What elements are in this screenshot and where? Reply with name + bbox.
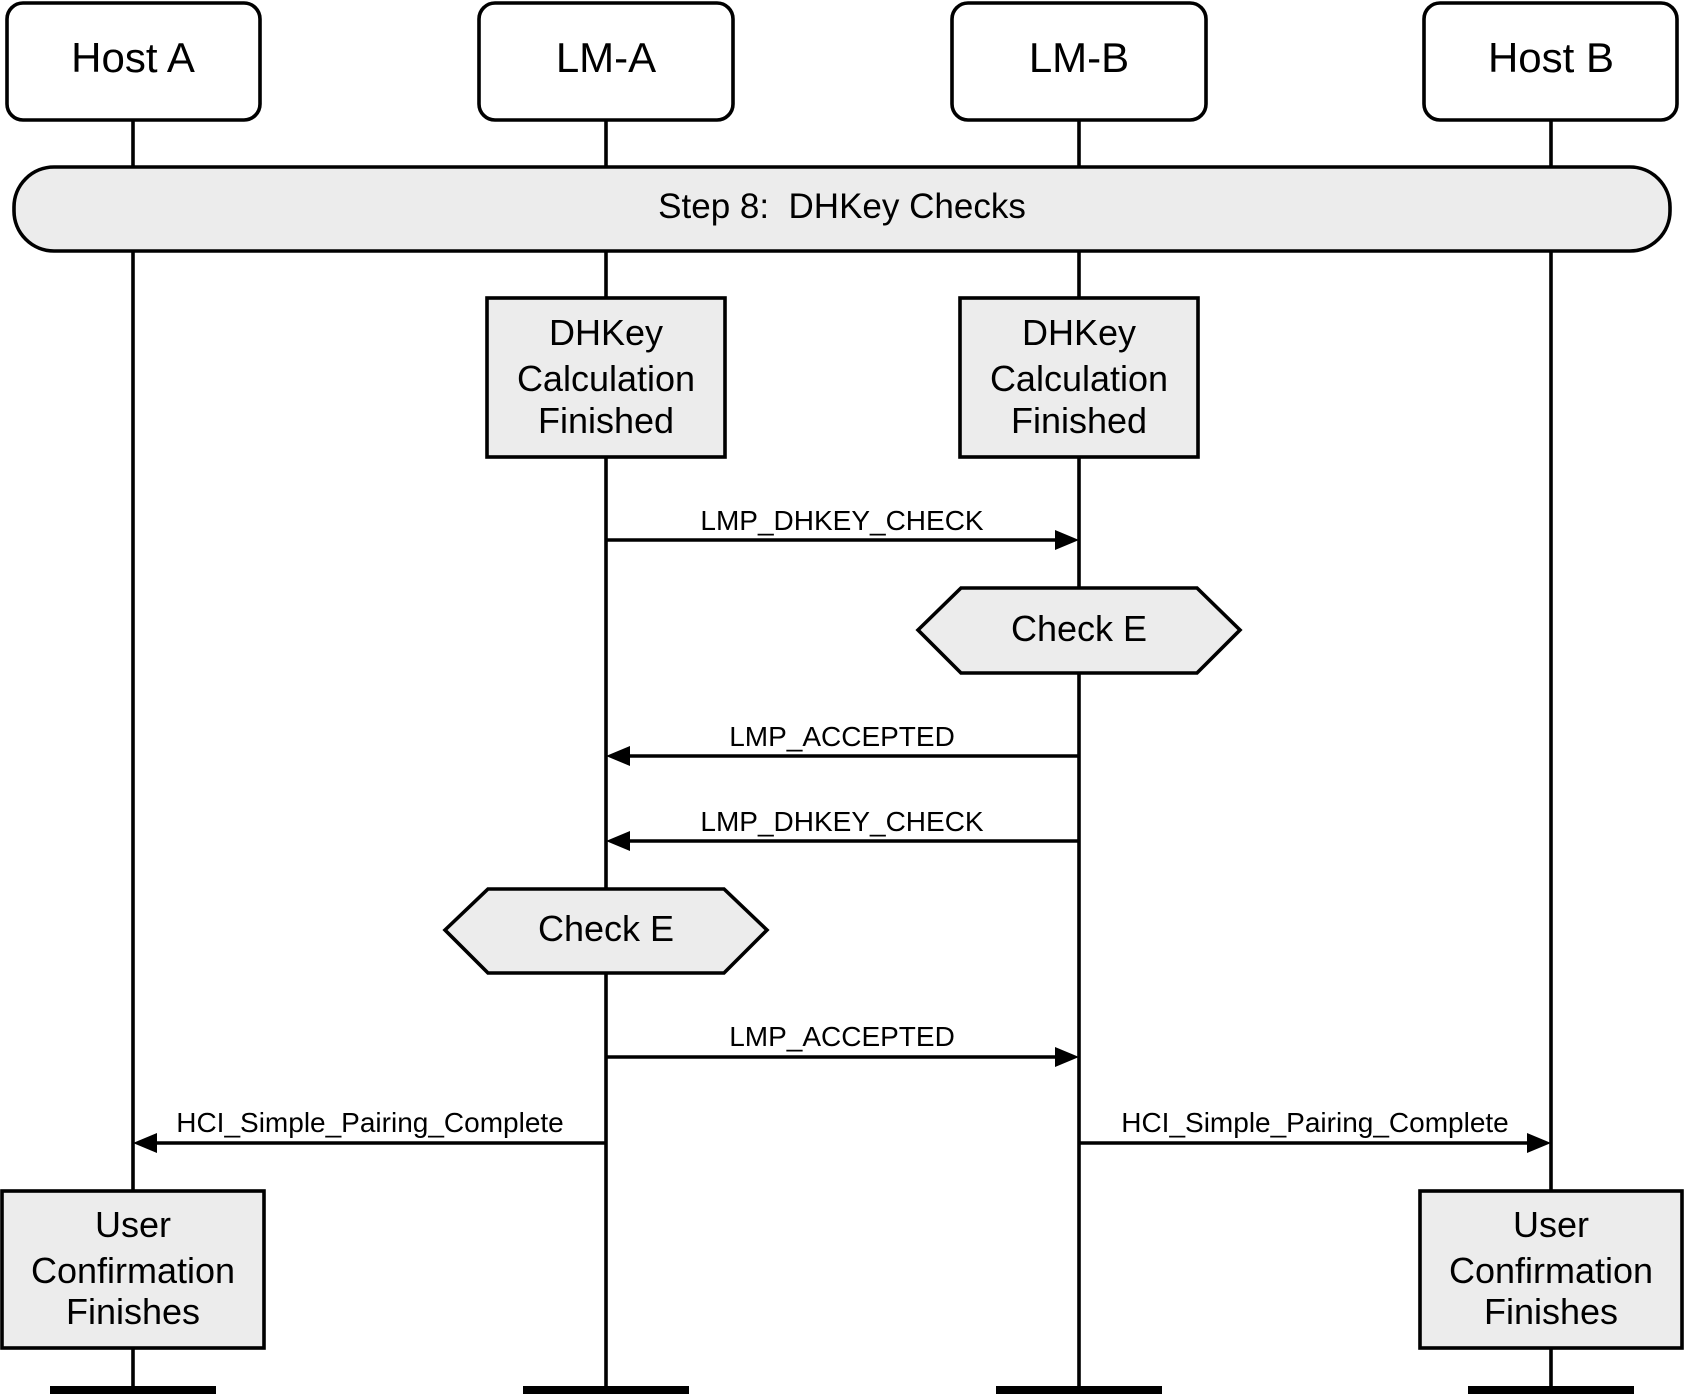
message-arrow: LMP_DHKEY_CHECK bbox=[606, 505, 1079, 550]
participant-lm-b: LM-B bbox=[950, 1, 1208, 122]
message-label: LMP_ACCEPTED bbox=[729, 721, 955, 752]
participant-host-b: Host B bbox=[1422, 1, 1679, 122]
process-box-line: Finishes bbox=[66, 1291, 200, 1332]
arrowhead bbox=[1055, 1047, 1079, 1067]
message-arrow: LMP_DHKEY_CHECK bbox=[606, 806, 1079, 851]
process-box-line: DHKey bbox=[1022, 312, 1136, 353]
message-label: LMP_DHKEY_CHECK bbox=[700, 806, 984, 837]
message-label: LMP_ACCEPTED bbox=[729, 1021, 955, 1052]
check-hexagon-lm-b: Check E bbox=[915, 586, 1243, 675]
message-arrow: LMP_ACCEPTED bbox=[606, 721, 1079, 766]
participant-lm-a: LM-A bbox=[477, 1, 735, 122]
process-box-line: User bbox=[1513, 1204, 1589, 1245]
process-box-line: Confirmation bbox=[1449, 1250, 1653, 1291]
participant-headers: Host A LM-A LM-B Host B bbox=[5, 1, 1679, 122]
arrowhead bbox=[1055, 530, 1079, 550]
arrowhead bbox=[606, 746, 630, 766]
step-banner-label: Step 8: DHKey Checks bbox=[658, 187, 1026, 226]
message-arrow: HCI_Simple_Pairing_Complete bbox=[133, 1107, 606, 1153]
message-label: HCI_Simple_Pairing_Complete bbox=[176, 1107, 564, 1138]
process-box-host-b: User Confirmation Finishes bbox=[1418, 1189, 1684, 1350]
check-hexagon-lm-a: Check E bbox=[442, 887, 770, 975]
participant-host-a: Host A bbox=[5, 1, 262, 122]
process-box-line: Finishes bbox=[1484, 1291, 1618, 1332]
message-arrow: HCI_Simple_Pairing_Complete bbox=[1079, 1107, 1551, 1153]
message-label: HCI_Simple_Pairing_Complete bbox=[1121, 1107, 1509, 1138]
process-box-line: Finished bbox=[538, 400, 674, 441]
process-box-lm-a: DHKey Calculation Finished bbox=[485, 296, 727, 459]
arrowhead bbox=[606, 831, 630, 851]
process-box-line: Finished bbox=[1011, 400, 1147, 441]
step-banner: Step 8: DHKey Checks bbox=[12, 165, 1672, 253]
participant-label: Host B bbox=[1488, 34, 1614, 81]
process-box-line: User bbox=[95, 1204, 171, 1245]
arrowhead bbox=[1527, 1133, 1551, 1153]
check-label: Check E bbox=[538, 908, 674, 949]
message-label: LMP_DHKEY_CHECK bbox=[700, 505, 984, 536]
process-box-host-a: User Confirmation Finishes bbox=[0, 1189, 266, 1350]
participant-label: Host A bbox=[71, 34, 195, 81]
participant-label: LM-B bbox=[1029, 34, 1129, 81]
process-box-line: Confirmation bbox=[31, 1250, 235, 1291]
arrowhead bbox=[133, 1133, 157, 1153]
process-box-line: Calculation bbox=[517, 358, 695, 399]
message-arrow: LMP_ACCEPTED bbox=[606, 1021, 1079, 1067]
process-box-line: Calculation bbox=[990, 358, 1168, 399]
participant-label: LM-A bbox=[556, 34, 656, 81]
process-box-line: DHKey bbox=[549, 312, 663, 353]
check-label: Check E bbox=[1011, 608, 1147, 649]
process-box-lm-b: DHKey Calculation Finished bbox=[958, 296, 1200, 459]
